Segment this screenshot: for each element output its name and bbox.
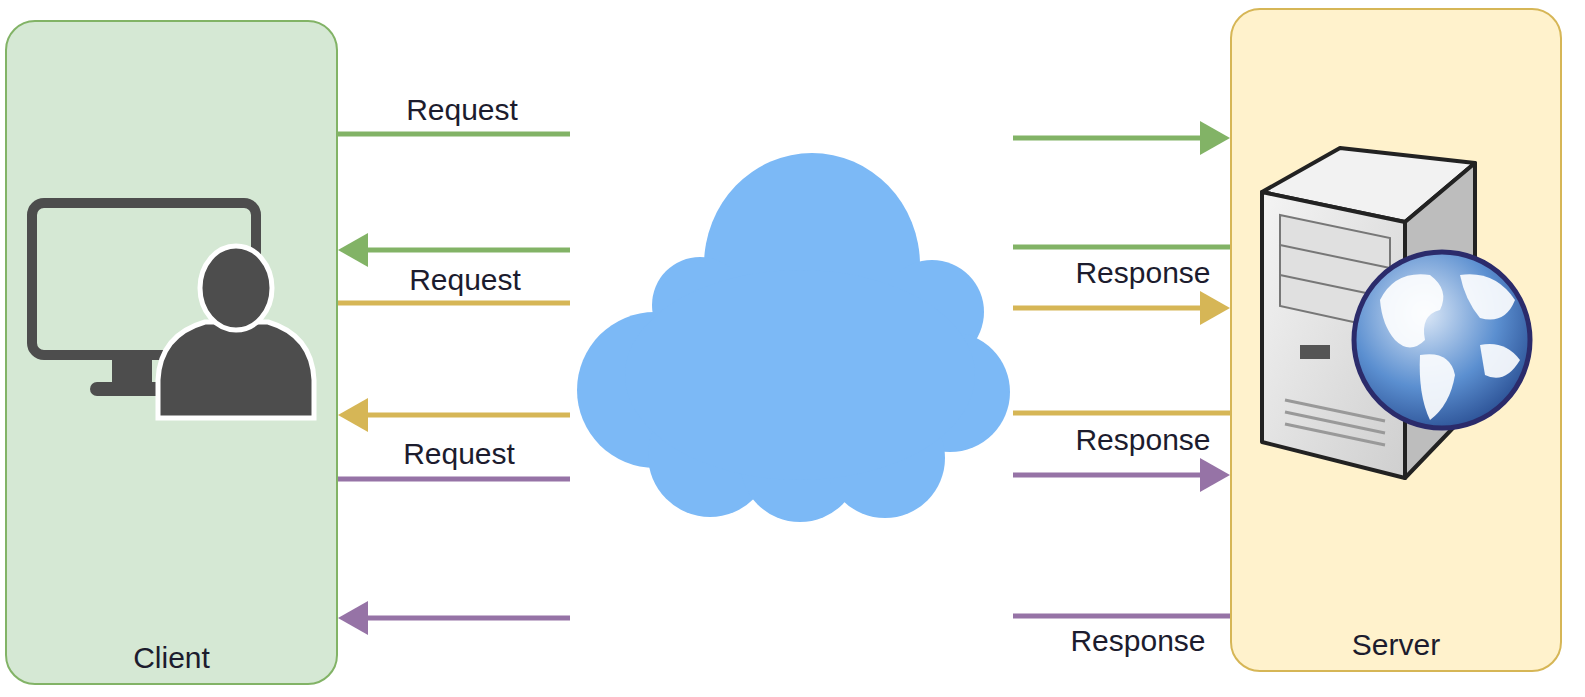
vent-line [1285,424,1385,445]
edge-label: Request [406,93,518,127]
vent-line [1285,400,1385,421]
node-label: Server [1352,628,1440,670]
edge-label: Response [1075,423,1210,457]
continent [1420,354,1455,420]
arrow-head [338,601,368,635]
connector-line [364,247,1230,250]
edge-label: Response [1070,624,1205,658]
edge-label: Request [403,437,515,471]
connector-line [338,303,1204,308]
continent [1480,344,1520,378]
arrow-head [1200,291,1230,325]
person-head [200,246,272,330]
arrow-head [338,233,368,267]
node-label: Client [133,641,210,683]
continent [1460,274,1515,319]
continent [1380,274,1443,347]
globe [1354,252,1530,428]
edge-label: Response [1075,256,1210,290]
server-button [1300,345,1330,359]
connector-line [364,616,1230,618]
arrow-head [1200,121,1230,155]
person-body [158,322,314,418]
vent-line [1285,412,1385,433]
arrow-head [1200,458,1230,492]
connector-line [338,475,1204,479]
arrow-head [338,398,368,432]
edge-label: Request [409,263,521,297]
connector-line [338,134,1204,138]
drive-line [1280,245,1390,268]
cloud-shape [577,153,1010,522]
connector-line [364,413,1230,415]
